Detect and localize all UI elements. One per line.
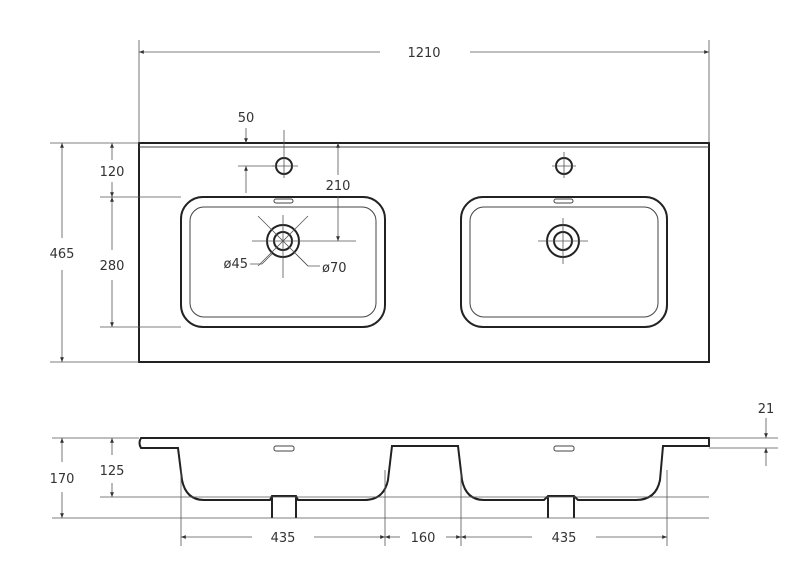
dim-total-height: 170	[50, 472, 75, 487]
dim-overall-width: 1210	[407, 46, 440, 61]
dim-left-bowl-width: 435	[271, 531, 296, 546]
dim-tap-hole-offset: 50	[238, 111, 255, 126]
dim-right-bowl-width: 435	[552, 531, 577, 546]
left-bowl-top	[180, 130, 386, 328]
dim-bowl-gap: 160	[411, 531, 436, 546]
dim-tap-offset: 120	[100, 165, 125, 180]
overflow-slot	[273, 198, 294, 204]
sink-profile	[138, 437, 710, 501]
dim-rim-thickness: 21	[758, 402, 775, 417]
side-view: 170 125 21 435 160 435	[50, 402, 778, 546]
top-view: 1210 465 120 280 50 210 ø45 ø70	[50, 40, 710, 363]
dim-overall-depth: 465	[50, 247, 75, 262]
overflow-slot-side	[553, 445, 575, 452]
overflow-slot	[553, 198, 574, 204]
dim-drain-outer-diameter: ø70	[322, 261, 347, 276]
dim-bowl-depth: 280	[100, 259, 125, 274]
dim-drain-offset: 210	[326, 179, 351, 194]
right-bowl-top	[460, 152, 668, 328]
overflow-slot-side	[273, 445, 295, 452]
dim-drain-inner-diameter: ø45	[224, 257, 249, 272]
countertop-outline	[138, 142, 710, 363]
dim-bowl-height: 125	[100, 464, 125, 479]
